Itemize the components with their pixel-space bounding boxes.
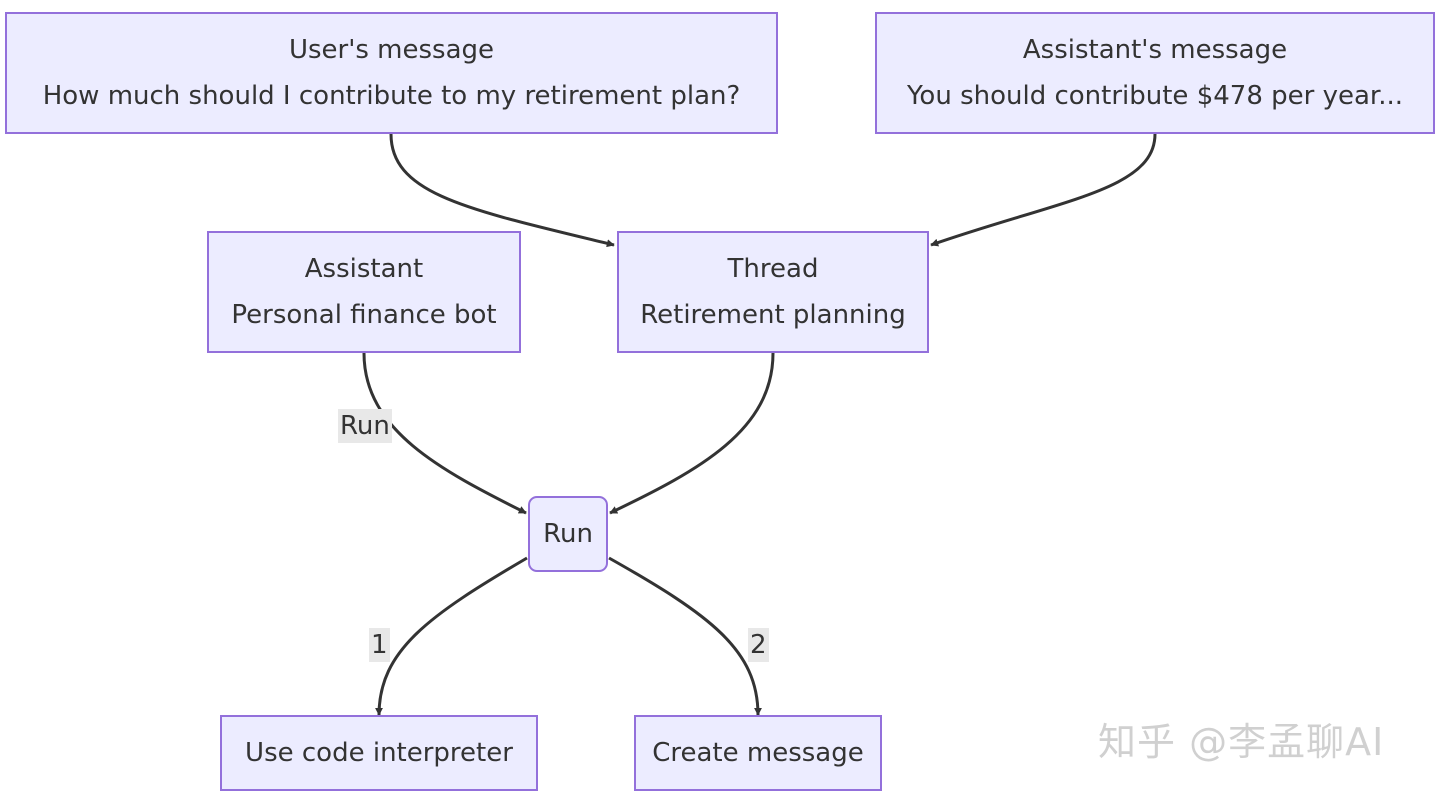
edge-thread-to-run — [609, 352, 775, 515]
assistant-text: Personal finance bot — [231, 300, 497, 330]
thread-node: Thread Retirement planning — [617, 231, 929, 353]
create-message-node: Create message — [634, 715, 882, 791]
create-message-label: Create message — [652, 738, 864, 768]
edge-user-message-to-thread — [389, 133, 615, 248]
edge-label-1: 1 — [369, 628, 390, 662]
edge-run-to-create-message — [608, 556, 762, 716]
user-message-title: User's message — [288, 35, 495, 65]
thread-title: Thread — [727, 254, 819, 284]
assistant-node: Assistant Personal finance bot — [207, 231, 521, 353]
edge-run-to-use-code-interpreter — [375, 556, 528, 716]
edge-label-run: Run — [338, 409, 392, 443]
use-code-interpreter-label: Use code interpreter — [245, 738, 513, 768]
assistant-message-node: Assistant's message You should contribut… — [875, 12, 1435, 134]
edge-assistant-to-run — [362, 352, 527, 515]
thread-text: Retirement planning — [640, 300, 906, 330]
watermark-text: 知乎 @李孟聊AI — [1098, 720, 1385, 764]
assistant-message-title: Assistant's message — [1022, 35, 1288, 65]
assistant-title: Assistant — [304, 254, 424, 284]
user-message-node: User's message How much should I contrib… — [5, 12, 778, 134]
edge-assistant-message-to-thread — [930, 133, 1157, 247]
run-label: Run — [543, 519, 593, 549]
use-code-interpreter-node: Use code interpreter — [220, 715, 538, 791]
run-node: Run — [528, 496, 608, 572]
edge-label-2: 2 — [748, 628, 769, 662]
assistant-message-text: You should contribute $478 per year... — [906, 81, 1403, 111]
user-message-text: How much should I contribute to my retir… — [42, 81, 741, 111]
